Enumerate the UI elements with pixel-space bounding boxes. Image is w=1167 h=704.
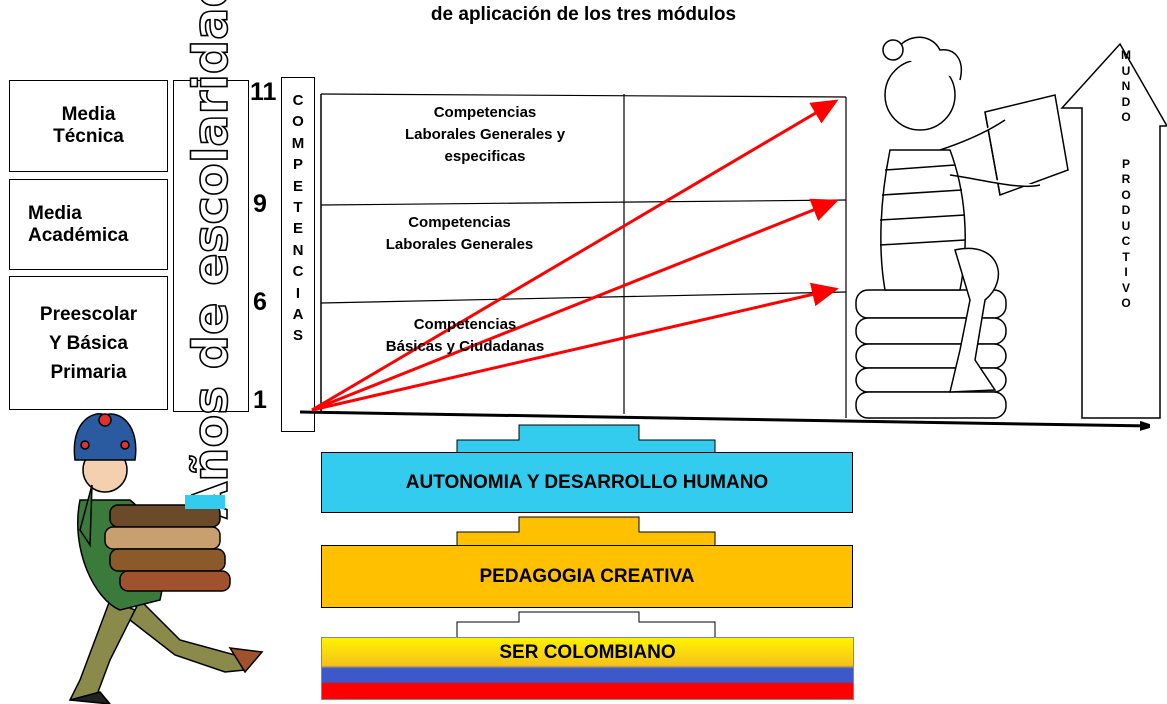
diagram-title: de aplicación de los tres módulos	[430, 4, 737, 25]
competencias-letter: N	[292, 241, 304, 259]
arrow-to-6	[311, 282, 839, 412]
mundo-productivo-letter: O	[1121, 110, 1131, 124]
competencias-letter: S	[292, 327, 303, 345]
mundo-productivo-letter: D	[1121, 94, 1131, 109]
mundo-productivo-letter: U	[1121, 63, 1131, 78]
mundo-productivo-letter: D	[1121, 203, 1131, 217]
student-carrying-books-illustration	[68, 413, 264, 704]
year-mark-6: 6	[253, 288, 267, 316]
mundo-productivo-letter: C	[1121, 234, 1131, 248]
competencias-letter: I	[295, 284, 301, 302]
layer-ser-colombiano-flag	[321, 637, 854, 700]
layer-pedagogia-creativa: PEDAGOGIA CREATIVA	[321, 545, 853, 608]
mundo-productivo-letter: P	[1121, 156, 1130, 171]
competencias-letter: C	[292, 263, 304, 281]
band-line-11	[320, 93, 847, 98]
competencias-letter: E	[292, 220, 303, 238]
year-mark-9: 9	[253, 190, 267, 218]
competencias-letter: E	[292, 177, 303, 195]
competencias-letter: M	[291, 134, 305, 152]
layer-autonomia-desarrollo-humano: AUTONOMIA Y DESARROLLO HUMANO	[321, 452, 853, 513]
mundo-productivo-letter: O	[1121, 296, 1131, 310]
mundo-productivo-letter: T	[1122, 249, 1130, 264]
competencias-letter: T	[293, 199, 303, 217]
competencias-letter: A	[292, 306, 304, 324]
mundo-productivo-letter	[1124, 141, 1127, 157]
band-label-basicas-ciudadanas: Competencias Básicas y Ciudadanas	[385, 316, 545, 355]
layer-label-autonomia: AUTONOMIA Y DESARROLLO HUMANO	[405, 471, 769, 493]
band-line-9	[320, 199, 847, 206]
band-label-laborales-especificas: Competencias Laborales Generales y espec…	[404, 104, 566, 165]
competencias-letter: C	[292, 92, 304, 109]
year-mark-11: 11	[250, 78, 277, 106]
mundo-productivo-arrow	[1060, 42, 1167, 419]
mundo-productivo-letter: V	[1121, 280, 1130, 295]
arrow-up-to-pedagogia	[456, 611, 716, 638]
band-line-6	[320, 291, 847, 304]
arrow-up-to-autonomia	[456, 516, 716, 546]
year-mark-1: 1	[253, 386, 267, 414]
arrow-to-9	[311, 198, 839, 412]
layer-label-ser-colombiano: SER COLOMBIANO	[499, 642, 676, 663]
level-box-preescolar: Preescolar Y Básica Primaria	[9, 276, 168, 410]
years-axis-box	[173, 80, 249, 412]
level-label-media-tecnica: Media Técnica	[53, 104, 124, 147]
level-label-preescolar: Preescolar Y Básica Primaria	[39, 303, 138, 383]
band-label-laborales-generales: Competencias Laborales Generales	[385, 214, 534, 253]
mundo-productivo-letter: U	[1121, 218, 1131, 233]
arrow-to-11	[311, 99, 839, 412]
layer-label-pedagogia: PEDAGOGIA CREATIVA	[479, 565, 695, 587]
mundo-productivo-letter: N	[1121, 79, 1131, 93]
mundo-productivo-letter: R	[1121, 172, 1131, 186]
mundo-productivo-letter: O	[1121, 187, 1131, 202]
time-axis-arrow	[299, 410, 1148, 426]
level-label-media-academica: Media Académica	[28, 202, 129, 246]
level-box-media-tecnica: Media Técnica	[9, 80, 168, 172]
mundo-productivo-letter: M	[1121, 48, 1131, 62]
competencias-letter: O	[292, 113, 304, 131]
competencias-letter: P	[292, 156, 303, 174]
mundo-productivo-letter	[1124, 126, 1127, 142]
girl-reading-illustration	[855, 36, 1069, 419]
mundo-productivo-letter: I	[1124, 265, 1128, 279]
arrow-up-to-axis	[456, 424, 716, 452]
level-box-media-academica: Media Académica	[9, 179, 168, 270]
